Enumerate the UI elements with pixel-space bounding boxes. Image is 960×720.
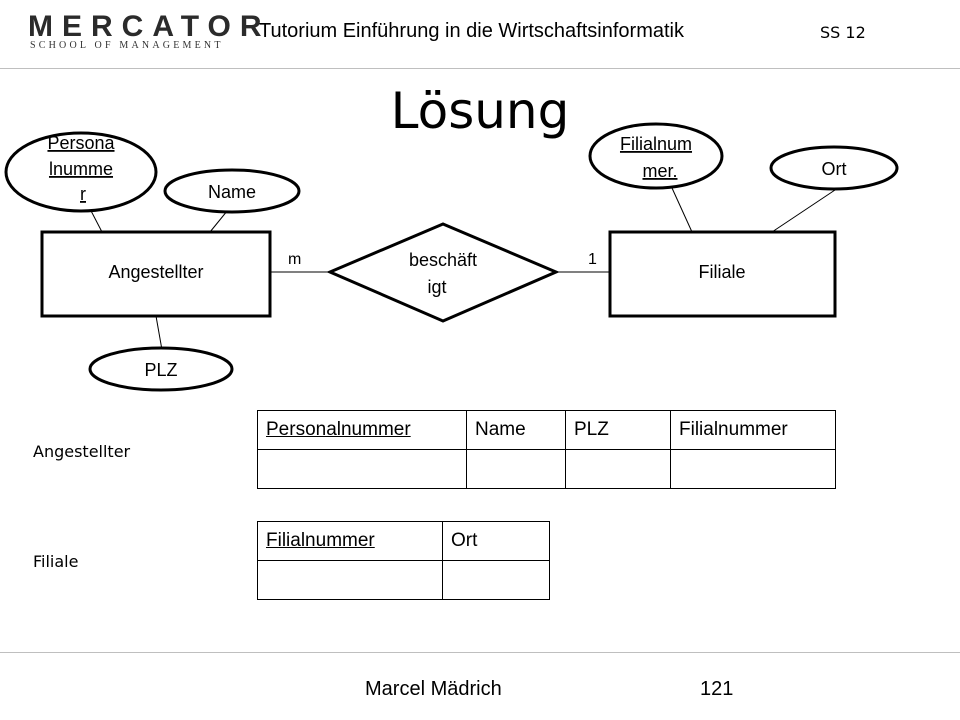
relation-table-filiale: Filialnummer Ort: [257, 521, 550, 600]
table-header-row: Personalnummer Name PLZ Filialnummer: [257, 410, 836, 450]
cardinality-left: m: [288, 251, 301, 268]
attribute-ort-label: Ort: [822, 159, 847, 179]
column-plz: PLZ: [565, 410, 671, 450]
attribute-ort: Ort: [769, 145, 899, 191]
entity-angestellter-label: Angestellter: [108, 262, 203, 282]
attribute-name: Name: [163, 168, 301, 214]
footer-author: Marcel Mädrich: [365, 678, 502, 700]
header-divider: [0, 68, 960, 69]
attribute-filialnummer: Filialnum mer.: [588, 122, 724, 190]
entity-filiale-label: Filiale: [698, 262, 745, 282]
page-number: 121: [700, 678, 734, 700]
column-ort: Ort: [442, 521, 550, 561]
course-title: Tutorium Einführung in die Wirtschaftsin…: [259, 20, 684, 42]
attribute-personalnummer-line3: r: [80, 184, 86, 204]
term-label: SS 12: [820, 23, 866, 42]
attribute-filialnummer-line1: Filialnum: [620, 134, 692, 154]
attribute-name-label: Name: [208, 182, 256, 202]
attribute-filialnummer-line2: mer.: [642, 161, 677, 181]
attribute-personalnummer-line1: Persona: [47, 133, 115, 153]
attribute-personalnummer-line2: lnumme: [49, 159, 113, 179]
entity-angestellter: Angestellter: [40, 230, 272, 318]
table-cell: [257, 449, 467, 489]
slide-title: Lösung: [390, 82, 570, 140]
column-filialnummer: Filialnummer: [670, 410, 836, 450]
table-row: [257, 449, 836, 489]
connector-ort: [771, 189, 836, 233]
table-header-row: Filialnummer Ort: [257, 521, 550, 561]
connector-plz: [155, 315, 163, 351]
attribute-plz: PLZ: [88, 346, 234, 392]
table-cell: [466, 449, 566, 489]
logo-subtitle: SCHOOL OF MANAGEMENT: [30, 40, 224, 51]
table-cell: [565, 449, 671, 489]
table-cell: [257, 560, 443, 600]
column-personalnummer: Personalnummer: [257, 410, 467, 450]
column-filialnummer: Filialnummer: [257, 521, 443, 561]
er-diagram: Persona lnumme r Name PLZ Filialnum mer.…: [4, 122, 899, 392]
table-row: [257, 560, 550, 600]
connector-filialnummer: [671, 187, 693, 233]
logo: MERCATOR: [28, 10, 271, 43]
relation-table-angestellter: Personalnummer Name PLZ Filialnummer: [257, 410, 836, 489]
relation-label-angestellter: Angestellter: [33, 442, 131, 461]
cardinality-right: 1: [588, 251, 597, 268]
attribute-plz-label: PLZ: [144, 360, 177, 380]
relationship-label-line1: beschäft: [409, 250, 477, 270]
relationship-beschaeftigt: beschäft igt: [326, 222, 560, 323]
relation-label-filiale: Filiale: [33, 552, 79, 571]
attribute-personalnummer: Persona lnumme r: [4, 131, 158, 213]
relationship-label-line2: igt: [427, 277, 446, 297]
footer-divider: [0, 652, 960, 653]
entity-filiale: Filiale: [608, 230, 837, 318]
table-cell: [442, 560, 550, 600]
column-name: Name: [466, 410, 566, 450]
table-cell: [670, 449, 836, 489]
